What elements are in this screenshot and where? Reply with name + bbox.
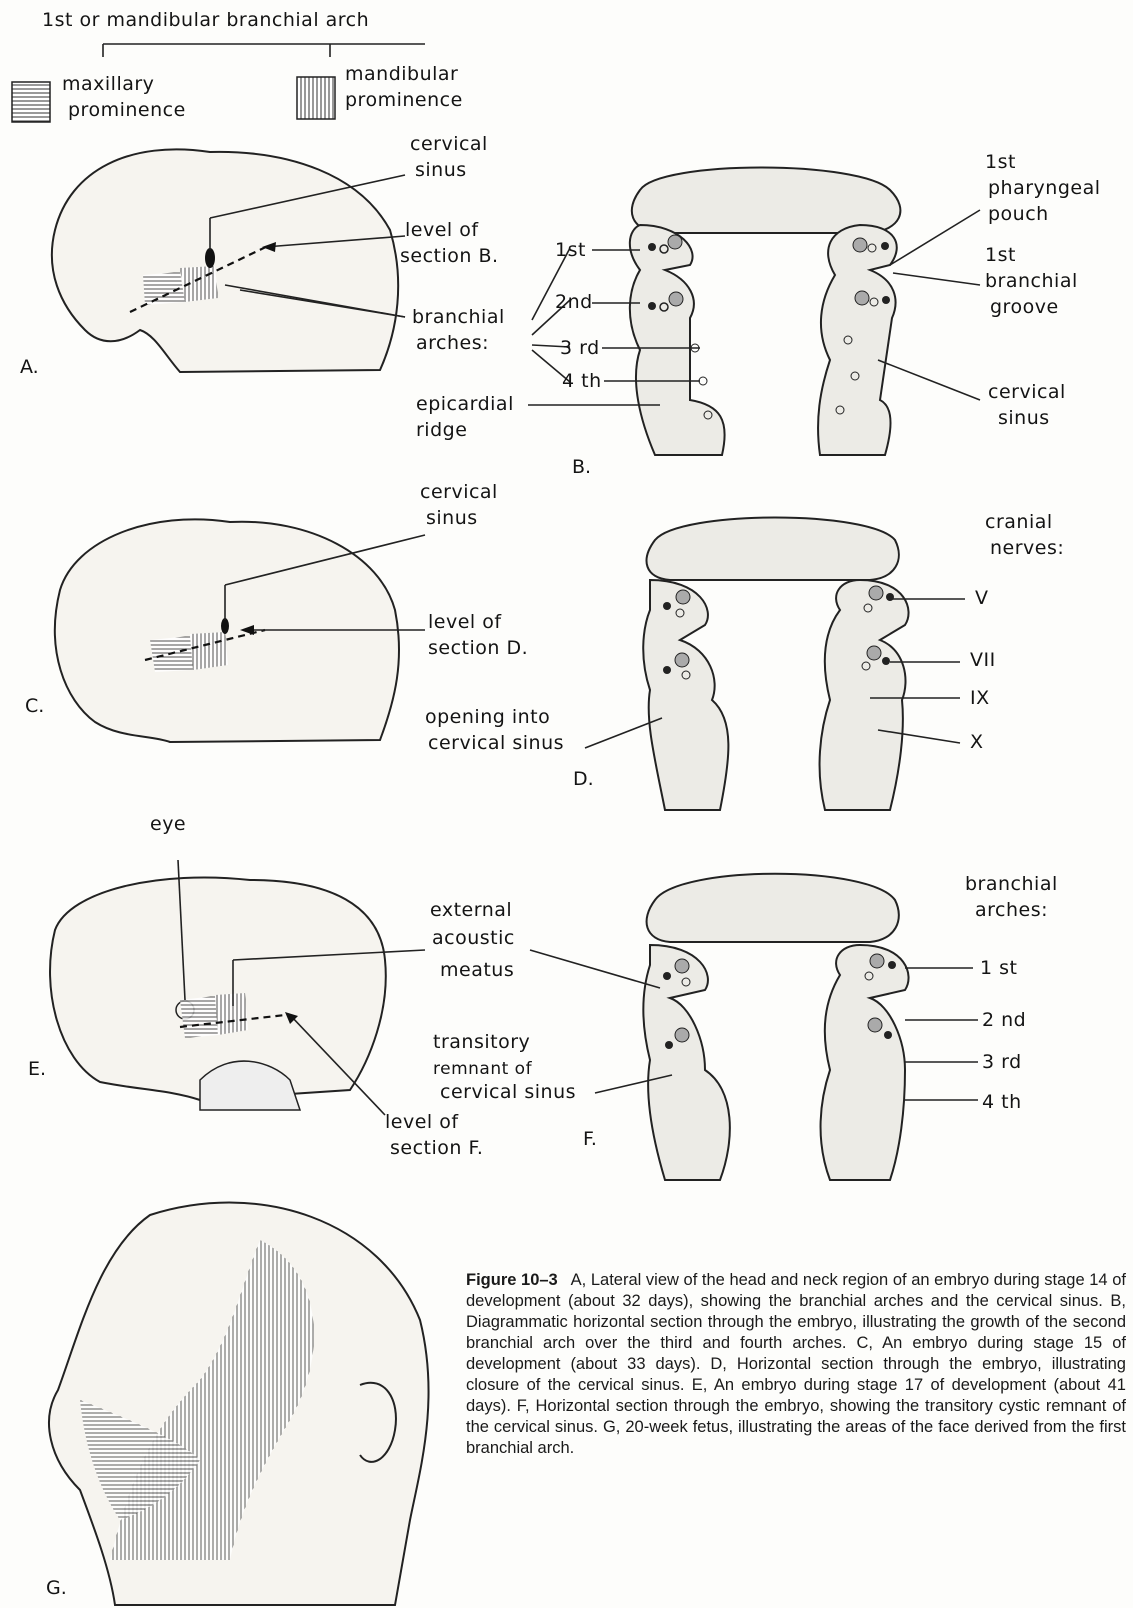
figure-caption: Figure 10–3 A, Lateral view of the head … (466, 1270, 1126, 1459)
b-sinus-1: cervical (988, 380, 1066, 405)
mandibular-region-e (215, 993, 248, 1035)
f-arches-2: arches: (975, 898, 1048, 923)
e-level-1: level of (385, 1110, 459, 1135)
b-pouch-2: pharyngeal (988, 176, 1101, 201)
d-nerves-1: cranial (985, 510, 1053, 535)
a-arches-1: branchial (412, 305, 505, 330)
f-arch-4th: 4 th (982, 1090, 1022, 1115)
a-arches-2: arches: (416, 331, 489, 356)
d-nerve-x: X (970, 730, 984, 755)
b-arch-4th: 4 th (562, 369, 602, 394)
d-nerve-vii: VII (970, 648, 996, 673)
e-meatus-2: acoustic (432, 926, 515, 951)
f-arch-2nd: 2 nd (982, 1008, 1026, 1033)
mandibular-label-line2: prominence (345, 88, 463, 113)
embryo-e (50, 860, 425, 1115)
c-cervical-sinus-2: sinus (426, 506, 478, 531)
b-arch-3rd: 3 rd (560, 336, 600, 361)
e-eye: eye (150, 812, 186, 837)
panel-label-c: C. (25, 695, 44, 717)
e-remnant-2: remnant of (433, 1058, 532, 1080)
panel-label-f: F. (583, 1128, 597, 1150)
f-arch-3rd: 3 rd (982, 1050, 1022, 1075)
d-nerve-ix: IX (970, 686, 990, 711)
f-arch-1st: 1 st (980, 956, 1017, 981)
d-opening-1: opening into (425, 705, 550, 730)
d-opening-2: cervical sinus (428, 731, 564, 756)
d-nerve-v: V (975, 586, 989, 611)
mandibular-region-c (190, 632, 228, 670)
a-level-1: level of (405, 218, 479, 243)
b-groove-1: 1st (985, 243, 1016, 268)
panel-label-b: B. (572, 456, 591, 478)
b-epicardial-2: ridge (416, 418, 467, 443)
maxillary-label-line2: prominence (68, 98, 186, 123)
f-arches-1: branchial (965, 872, 1058, 897)
panel-label-g: G. (46, 1577, 67, 1599)
section-f (530, 874, 978, 1180)
b-arch-1st: 1st (555, 238, 586, 263)
panel-label-a: A. (20, 356, 39, 378)
fetus-head-g (49, 1203, 429, 1605)
maxillary-region-e (180, 996, 218, 1038)
b-arch-2nd: 2nd (555, 290, 593, 315)
c-level-2: section D. (428, 636, 528, 661)
a-cervical-sinus-2: sinus (415, 158, 467, 183)
maxillary-label-line1: maxillary (62, 72, 154, 97)
mandibular-swatch (297, 77, 335, 119)
e-level-2: section F. (390, 1136, 483, 1161)
e-remnant-3: cervical sinus (440, 1080, 576, 1105)
mandibular-label-line1: mandibular (345, 62, 458, 87)
b-epicardial-1: epicardial (416, 392, 514, 417)
c-cervical-sinus-1: cervical (420, 480, 498, 505)
panel-label-d: D. (573, 768, 594, 790)
b-groove-2: branchial (985, 269, 1078, 294)
b-pouch-1: 1st (985, 150, 1016, 175)
a-level-2: section B. (400, 244, 499, 269)
caption-body: A, Lateral view of the head and neck reg… (466, 1271, 1126, 1457)
e-meatus-1: external (430, 898, 512, 923)
section-d (585, 518, 965, 811)
maxillary-swatch (12, 82, 50, 122)
d-nerves-2: nerves: (990, 536, 1064, 561)
mandibular-region-a (180, 266, 218, 302)
panel-label-e: E. (28, 1058, 46, 1080)
b-sinus-2: sinus (998, 406, 1050, 431)
legend-title: 1st or mandibular branchial arch (42, 8, 369, 33)
caption-lead: Figure 10–3 (466, 1271, 558, 1289)
b-groove-3: groove (990, 295, 1059, 320)
section-b (528, 168, 980, 456)
e-remnant-1: transitory (433, 1030, 530, 1055)
embryo-a (52, 149, 405, 372)
c-level-1: level of (428, 610, 502, 635)
embryo-c (55, 519, 425, 742)
b-pouch-3: pouch (988, 202, 1049, 227)
a-cervical-sinus-1: cervical (410, 132, 488, 157)
e-meatus-3: meatus (440, 958, 514, 983)
